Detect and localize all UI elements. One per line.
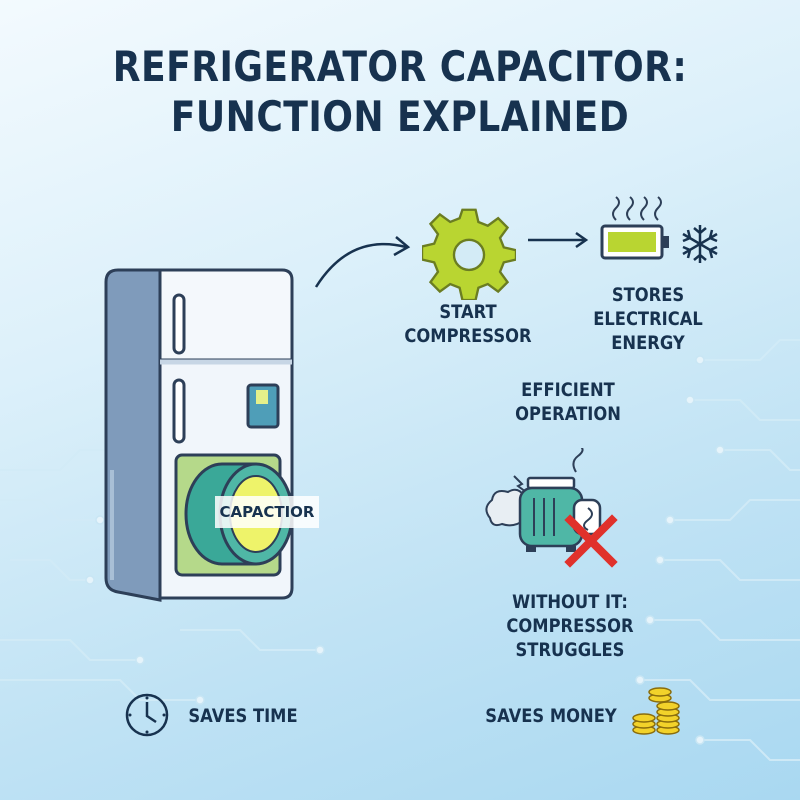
efficient-operation-label: EFFICIENT OPERATION xyxy=(482,378,654,426)
snowflake-icon xyxy=(682,225,718,263)
right-arrow-icon xyxy=(528,231,589,249)
saves-money-label: SAVES MONEY xyxy=(485,705,617,727)
efficient-line-2: OPERATION xyxy=(515,403,621,425)
stores-line-2: ELECTRICAL xyxy=(593,308,703,330)
saves-time-label: SAVES TIME xyxy=(188,705,298,727)
start-line-2: COMPRESSOR xyxy=(404,325,532,347)
clock-icon xyxy=(125,693,169,737)
stores-line-3: ENERGY xyxy=(611,332,685,354)
efficient-line-1: EFFICIENT xyxy=(521,379,615,401)
capacitor-label: CAPACTIOR xyxy=(215,496,319,528)
start-compressor-label: START COMPRESSOR xyxy=(382,300,554,348)
heat-waves-icon xyxy=(612,196,662,221)
title-line-2: FUNCTION EXPLAINED xyxy=(170,92,630,141)
battery-icon xyxy=(600,224,669,260)
red-x-icon xyxy=(564,514,618,568)
stores-line-1: STORES xyxy=(611,284,685,306)
without-line-2: COMPRESSOR STRUGGLES xyxy=(506,615,634,661)
curved-arrow-icon xyxy=(314,236,411,288)
coins-icon xyxy=(632,687,680,735)
start-line-1: START xyxy=(439,301,497,323)
without-line-1: WITHOUT IT: xyxy=(512,591,628,613)
stores-energy-label: STORES ELECTRICAL ENERGY xyxy=(562,283,734,355)
gear-icon xyxy=(422,208,516,300)
title-line-1: REFRIGERATOR CAPACITOR: xyxy=(112,42,688,91)
compressor-icon xyxy=(485,448,602,552)
page-title: REFRIGERATOR CAPACITOR: FUNCTION EXPLAIN… xyxy=(56,42,744,142)
without-it-label: WITHOUT IT: COMPRESSOR STRUGGLES xyxy=(456,590,683,662)
